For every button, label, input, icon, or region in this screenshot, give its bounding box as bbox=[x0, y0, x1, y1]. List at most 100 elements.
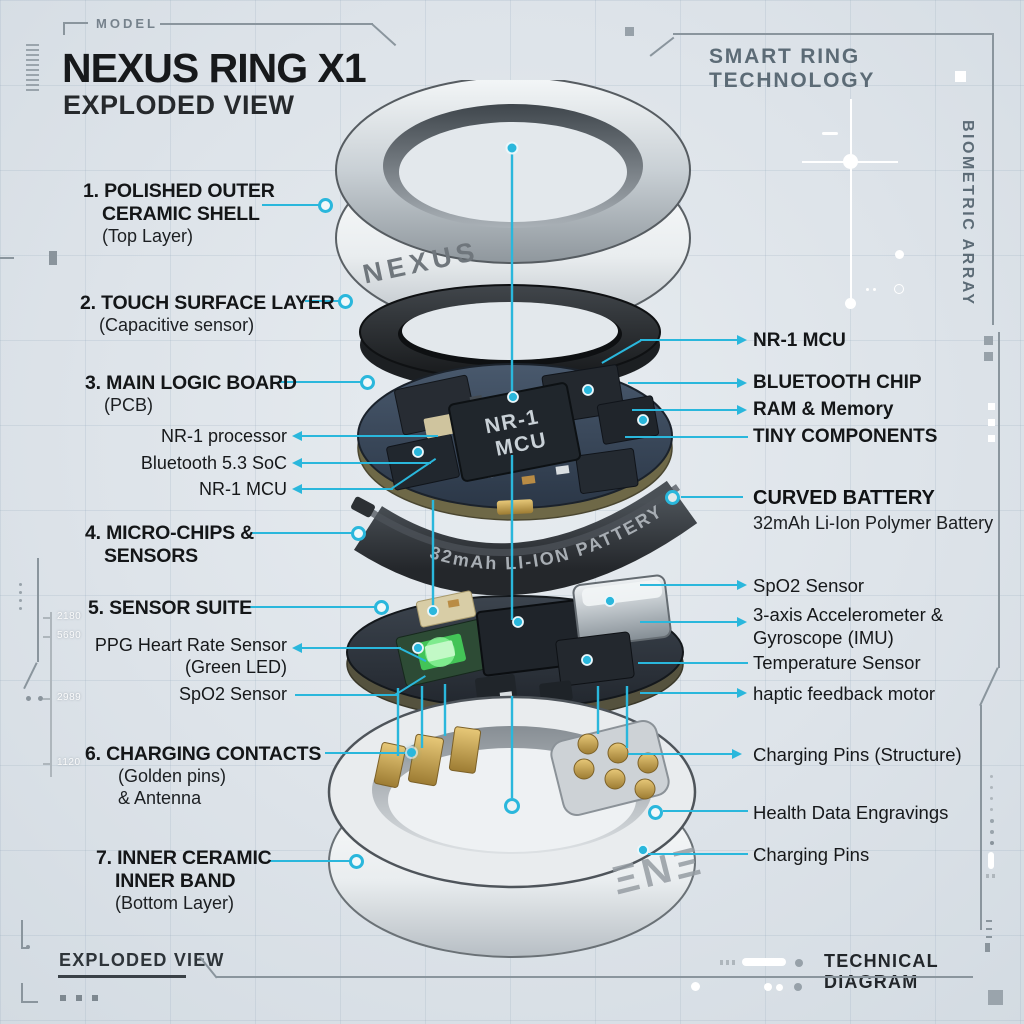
footer-right-label: TECHNICAL DIAGRAM bbox=[824, 951, 939, 992]
imu-chip bbox=[555, 631, 635, 687]
touch-surface-ring bbox=[359, 284, 661, 392]
main-logic-board: NR-1 MCU bbox=[357, 363, 673, 521]
label-line: 4. MICRO-CHIPS & bbox=[85, 522, 255, 544]
leader-line bbox=[301, 435, 438, 438]
label-health-data-engravings: Health Data Engravings bbox=[753, 802, 949, 823]
label-line: SpO2 Sensor bbox=[178, 684, 287, 704]
leader-endpoint bbox=[318, 198, 333, 213]
label-ram-memory: RAM & Memory bbox=[753, 399, 894, 420]
layer-connector-lines bbox=[396, 152, 629, 798]
label-charging-pins-structure: Charging Pins (Structure) bbox=[753, 744, 962, 765]
deco-micro-dot bbox=[19, 583, 22, 586]
main-processor-chip: NR-1 MCU bbox=[448, 382, 582, 482]
label-line: PPG Heart Rate Sensor bbox=[94, 635, 287, 655]
label-subline: (Capacitive sensor) bbox=[99, 314, 255, 335]
label-subline: (Top Layer) bbox=[102, 225, 194, 246]
charging-pin bbox=[634, 778, 656, 800]
deco-micro-dot bbox=[19, 591, 22, 594]
label-line: 6. CHARGING CONTACTS bbox=[85, 743, 322, 765]
pcb-passive bbox=[521, 475, 536, 485]
leader-line bbox=[640, 584, 739, 587]
deco-dot bbox=[795, 959, 803, 967]
leader-endpoint bbox=[338, 294, 353, 309]
label-line: 3-axis Accelerometer & bbox=[753, 604, 944, 625]
corner-bracket-bottom-left-2h bbox=[21, 1001, 38, 1003]
footer-underline bbox=[58, 975, 186, 978]
label-subline: 32mAh Li-Ion Polymer Battery bbox=[753, 513, 994, 533]
label-line: 2. TOUCH SURFACE LAYER bbox=[80, 292, 335, 314]
leader-line bbox=[325, 752, 407, 755]
deco-rect bbox=[49, 251, 57, 265]
crosshair-v bbox=[850, 99, 852, 305]
leader-arrow-right bbox=[732, 749, 742, 759]
ruler-value: 1120 bbox=[57, 757, 81, 768]
haptic-motor-top bbox=[581, 579, 663, 607]
charging-pin bbox=[607, 742, 629, 764]
label-line: CURVED BATTERY bbox=[753, 487, 935, 509]
label-haptic-feedback-motor: haptic feedback motor bbox=[753, 683, 936, 704]
deco-dot bbox=[794, 983, 802, 991]
label-touch-surface-layer: 2. TOUCH SURFACE LAYER (Capacitive senso… bbox=[80, 292, 335, 337]
page-subtitle: EXPLODED VIEW bbox=[63, 90, 295, 120]
ruler-value: 2989 bbox=[57, 692, 82, 703]
label-sensor-suite: 5. SENSOR SUITE bbox=[88, 597, 252, 620]
page-title: NEXUS RING X1 bbox=[62, 45, 367, 91]
pcb-gold-connector bbox=[496, 499, 534, 515]
label-line: Gyroscope (IMU) bbox=[753, 626, 894, 648]
deco-dash bbox=[822, 132, 838, 135]
deco-ring-dot bbox=[894, 284, 904, 294]
square-bullet-white bbox=[955, 71, 966, 82]
leader-line bbox=[628, 382, 739, 385]
leader-line bbox=[301, 647, 401, 650]
ruler-tick bbox=[43, 698, 51, 700]
square-bullet bbox=[60, 995, 66, 1001]
square-bullet bbox=[988, 990, 1003, 1005]
leader-line bbox=[301, 462, 431, 465]
footer-rule bbox=[216, 976, 973, 978]
ruler-tick bbox=[43, 763, 51, 765]
leader-arrow-right bbox=[737, 378, 747, 388]
square-bullet bbox=[984, 336, 993, 345]
label-line: 3. MAIN LOGIC BOARD bbox=[85, 372, 297, 394]
sensor-board bbox=[346, 574, 684, 721]
leader-arrow-right bbox=[737, 617, 747, 627]
leader-line bbox=[640, 692, 739, 695]
leader-line bbox=[301, 488, 393, 491]
sensor-passive bbox=[447, 599, 460, 608]
leader-line bbox=[252, 532, 355, 535]
label-subline: (Golden pins) bbox=[118, 765, 227, 786]
leader-arrow-left bbox=[292, 431, 302, 441]
biometric-array-label: BIOMETRIC ARRAY bbox=[959, 120, 976, 307]
leader-line bbox=[638, 662, 748, 665]
model-label: MODEL bbox=[96, 16, 158, 31]
panel-right-line-2 bbox=[998, 332, 1000, 668]
label-line: INNER BAND bbox=[115, 869, 236, 892]
ruler-value: 5690 bbox=[57, 630, 82, 641]
square-bullet-white bbox=[988, 403, 995, 410]
ruler-tick bbox=[43, 617, 51, 619]
leader-endpoint bbox=[374, 600, 389, 615]
leader-line bbox=[681, 496, 743, 499]
barcode-decoration bbox=[26, 44, 39, 92]
square-bullet-white bbox=[988, 435, 995, 442]
corner-bracket-bottom-left-h bbox=[21, 947, 29, 949]
leader-line bbox=[250, 606, 378, 609]
leader-arrow-left bbox=[292, 643, 302, 653]
ruler-tick bbox=[43, 636, 51, 638]
deco-dot bbox=[764, 983, 772, 991]
label-micro-chips-sensors: 4. MICRO-CHIPS & SENSORS bbox=[85, 522, 254, 568]
label-inner-ceramic-band: 7. INNER CERAMIC INNER BAND (Bottom Laye… bbox=[96, 847, 272, 915]
crosshair-dot bbox=[843, 154, 858, 169]
label-tiny-components: TINY COMPONENTS bbox=[753, 426, 938, 447]
ruler-line bbox=[50, 612, 52, 777]
label-polished-outer-ceramic-shell: 1. POLISHED OUTER CERAMIC SHELL (Top Lay… bbox=[83, 180, 275, 248]
leader-arrow-left bbox=[292, 484, 302, 494]
deco-tick bbox=[0, 257, 14, 259]
green-led-core bbox=[424, 640, 456, 662]
corner-bracket-top-left-v bbox=[63, 22, 65, 35]
header-rule bbox=[160, 23, 373, 25]
micro-text-decoration bbox=[720, 960, 738, 965]
inner-ceramic-band: ΞNΞ bbox=[327, 695, 709, 958]
leader-line bbox=[262, 204, 322, 207]
deco-tick bbox=[986, 920, 992, 922]
